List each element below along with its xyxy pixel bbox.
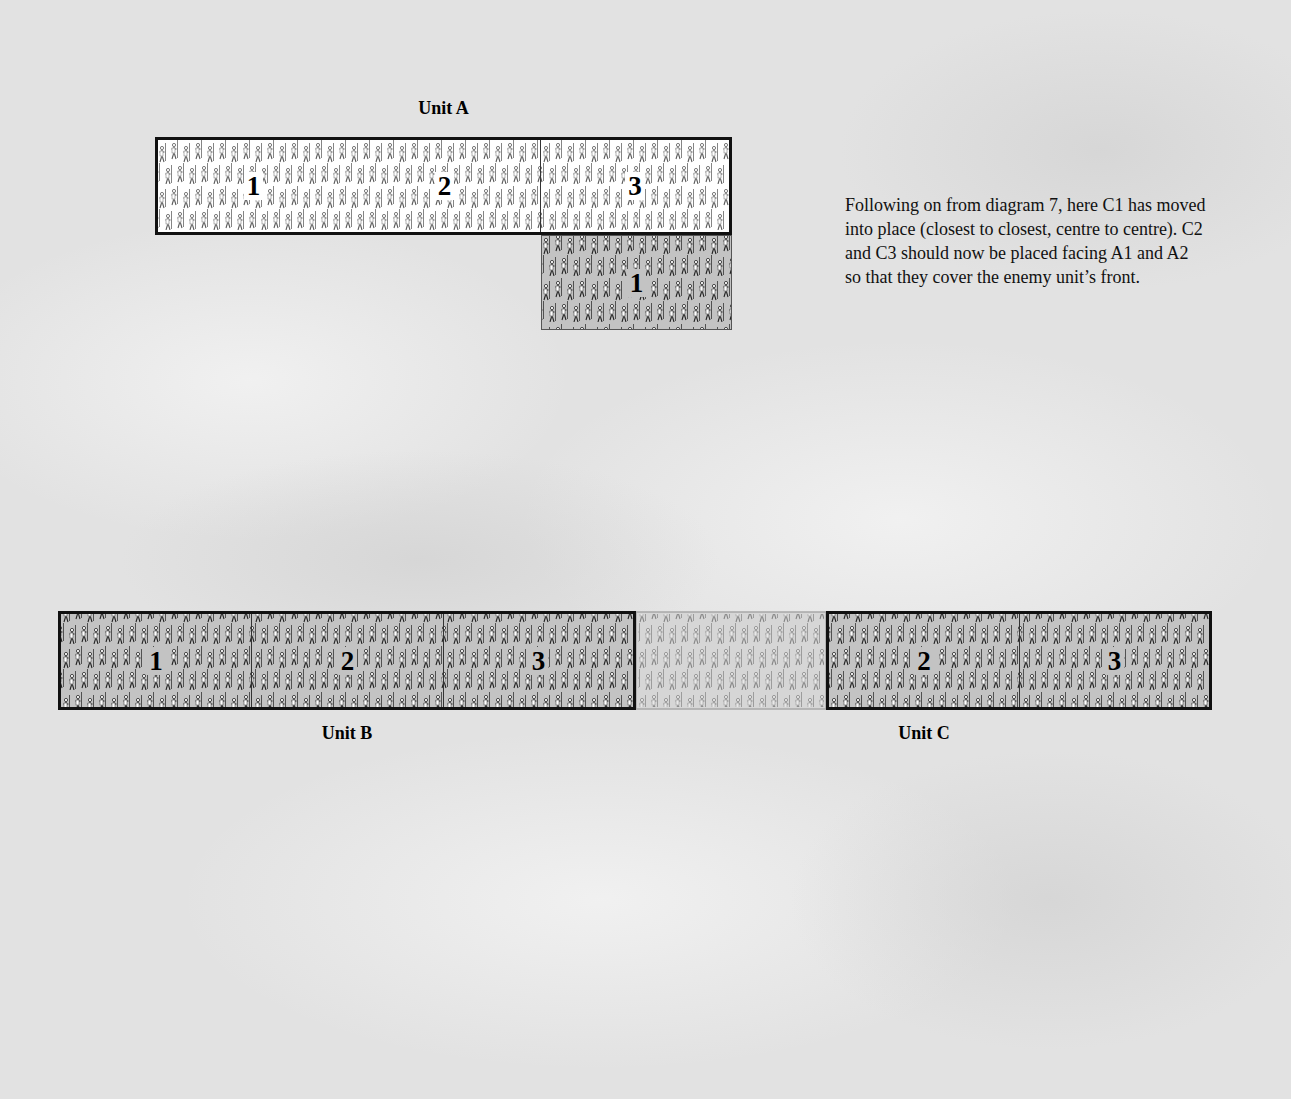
stand-number: 3 xyxy=(1105,647,1125,675)
stand-number: 2 xyxy=(338,647,358,675)
unit-outline: Unit A123 xyxy=(155,137,732,235)
stand-number: 2 xyxy=(914,647,934,675)
unit-stand: 1 xyxy=(541,235,732,330)
unit-heading: Unit B xyxy=(61,722,633,744)
unit-outline: Unit C23 xyxy=(826,611,1212,710)
stand-number: 1 xyxy=(244,172,264,200)
unit-stand: 2 xyxy=(349,140,540,232)
stand-number: 3 xyxy=(529,647,549,675)
unit-heading: Unit C xyxy=(829,722,1019,744)
note-text: Following on from diagram 7, here C1 has… xyxy=(845,193,1207,289)
stand-number: 2 xyxy=(435,172,455,200)
unit-stand: 3 xyxy=(540,140,729,232)
unit-stand: 2 xyxy=(251,614,443,707)
unit-stand: 3 xyxy=(1019,614,1209,707)
unit-heading: Unit A xyxy=(158,97,729,119)
unit-stand: 3 xyxy=(443,614,633,707)
unit-outline: Unit B123 xyxy=(58,611,636,710)
unit-stand: 1 xyxy=(61,614,251,707)
unit-stand: 2 xyxy=(829,614,1019,707)
unit-stand: 1 xyxy=(158,140,349,232)
stand-number: 3 xyxy=(625,172,645,200)
stand-number: 1 xyxy=(627,269,647,297)
stand-number: 1 xyxy=(146,647,166,675)
